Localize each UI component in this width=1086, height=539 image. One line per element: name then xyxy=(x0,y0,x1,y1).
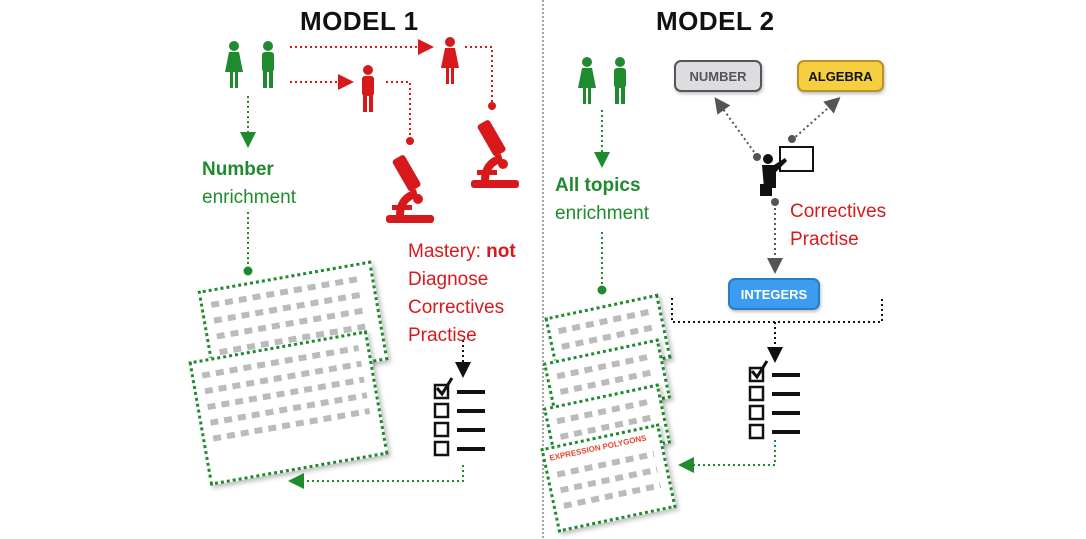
red-person-icon xyxy=(362,65,374,112)
green-people-icon xyxy=(578,57,626,104)
step-correctives: Correctives xyxy=(408,297,505,318)
green-people-icon xyxy=(225,41,274,88)
red-person-icon xyxy=(441,37,459,84)
model-2-enrichment: All topics enrichment xyxy=(555,172,649,228)
microscope-icon xyxy=(386,154,434,223)
model-2-steps: Correctives Practise xyxy=(790,198,886,254)
step-practise: Practise xyxy=(790,229,859,250)
model-1-steps: Mastery: not Diagnose Correctives Practi… xyxy=(408,238,516,350)
topic-integers-box: INTEGERS xyxy=(728,278,820,310)
enrichment-label: enrichment xyxy=(555,203,649,224)
topic-number-box: NUMBER xyxy=(674,60,762,92)
step-diagnose: Diagnose xyxy=(408,269,489,290)
topic-algebra-box: ALGEBRA xyxy=(797,60,884,92)
step-correctives: Correctives xyxy=(790,201,887,222)
model-2-title: MODEL 2 xyxy=(656,6,775,36)
enrichment-label: enrichment xyxy=(202,187,296,208)
checklist-icon xyxy=(748,360,802,440)
enrichment-topic: All topics xyxy=(555,175,641,196)
mastery-label: Mastery: not xyxy=(408,241,516,262)
enrichment-topic: Number xyxy=(202,159,274,180)
step-practise: Practise xyxy=(408,325,477,346)
checklist-icon xyxy=(433,377,487,457)
model-1-enrichment: Number enrichment xyxy=(202,156,296,212)
model-1-title: MODEL 1 xyxy=(300,6,419,36)
microscope-icon xyxy=(471,119,519,188)
teacher-icon xyxy=(760,146,814,196)
